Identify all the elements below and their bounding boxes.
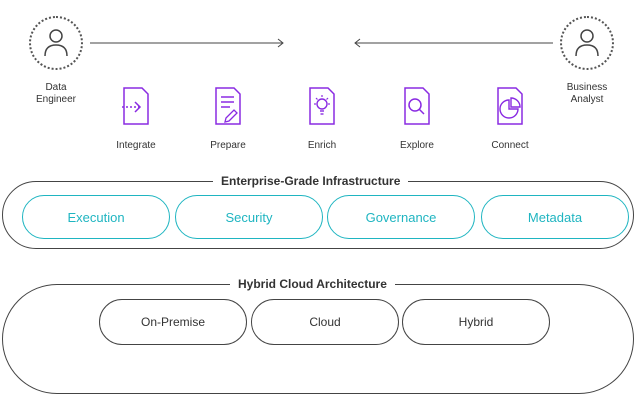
tool-label: Connect (491, 140, 529, 151)
persona-label-line: Business (566, 82, 608, 93)
integrate-icon (122, 87, 149, 125)
infrastructure-item-security: Security (175, 195, 323, 239)
tool-label: Prepare (210, 140, 246, 151)
explore-icon (404, 87, 430, 125)
cloud-item-cloud: Cloud (251, 299, 399, 345)
business-analyst-avatar (560, 16, 614, 70)
business-analyst-label: Business Analyst (545, 82, 629, 106)
arrow-left (354, 38, 553, 48)
tool-label: Enrich (307, 140, 337, 151)
persona-label-line: Analyst (570, 94, 604, 105)
infrastructure-item-metadata: Metadata (481, 195, 629, 239)
infrastructure-item-governance: Governance (327, 195, 475, 239)
user-icon (44, 29, 68, 57)
prepare-icon (215, 87, 241, 125)
tool-explore: Explore (387, 86, 447, 151)
data-engineer-avatar (29, 16, 83, 70)
cloud-title: Hybrid Cloud Architecture (230, 277, 395, 291)
tool-prepare: Prepare (198, 86, 258, 151)
connect-icon (497, 87, 523, 125)
data-engineer-label: Data Engineer (14, 82, 98, 106)
tool-integrate: Integrate (106, 86, 166, 151)
tool-label: Integrate (116, 140, 156, 151)
infrastructure-item-execution: Execution (22, 195, 170, 239)
user-icon (575, 29, 599, 57)
enrich-icon (309, 87, 335, 125)
tool-connect: Connect (480, 86, 540, 151)
arrow-right (90, 38, 284, 48)
tool-label: Explore (400, 140, 434, 151)
infrastructure-title: Enterprise-Grade Infrastructure (213, 174, 409, 188)
persona-label-line: Engineer (35, 94, 77, 105)
cloud-item-on-premise: On-Premise (99, 299, 247, 345)
persona-label-line: Data (45, 82, 67, 93)
tool-enrich: Enrich (292, 86, 352, 151)
cloud-item-hybrid: Hybrid (402, 299, 550, 345)
